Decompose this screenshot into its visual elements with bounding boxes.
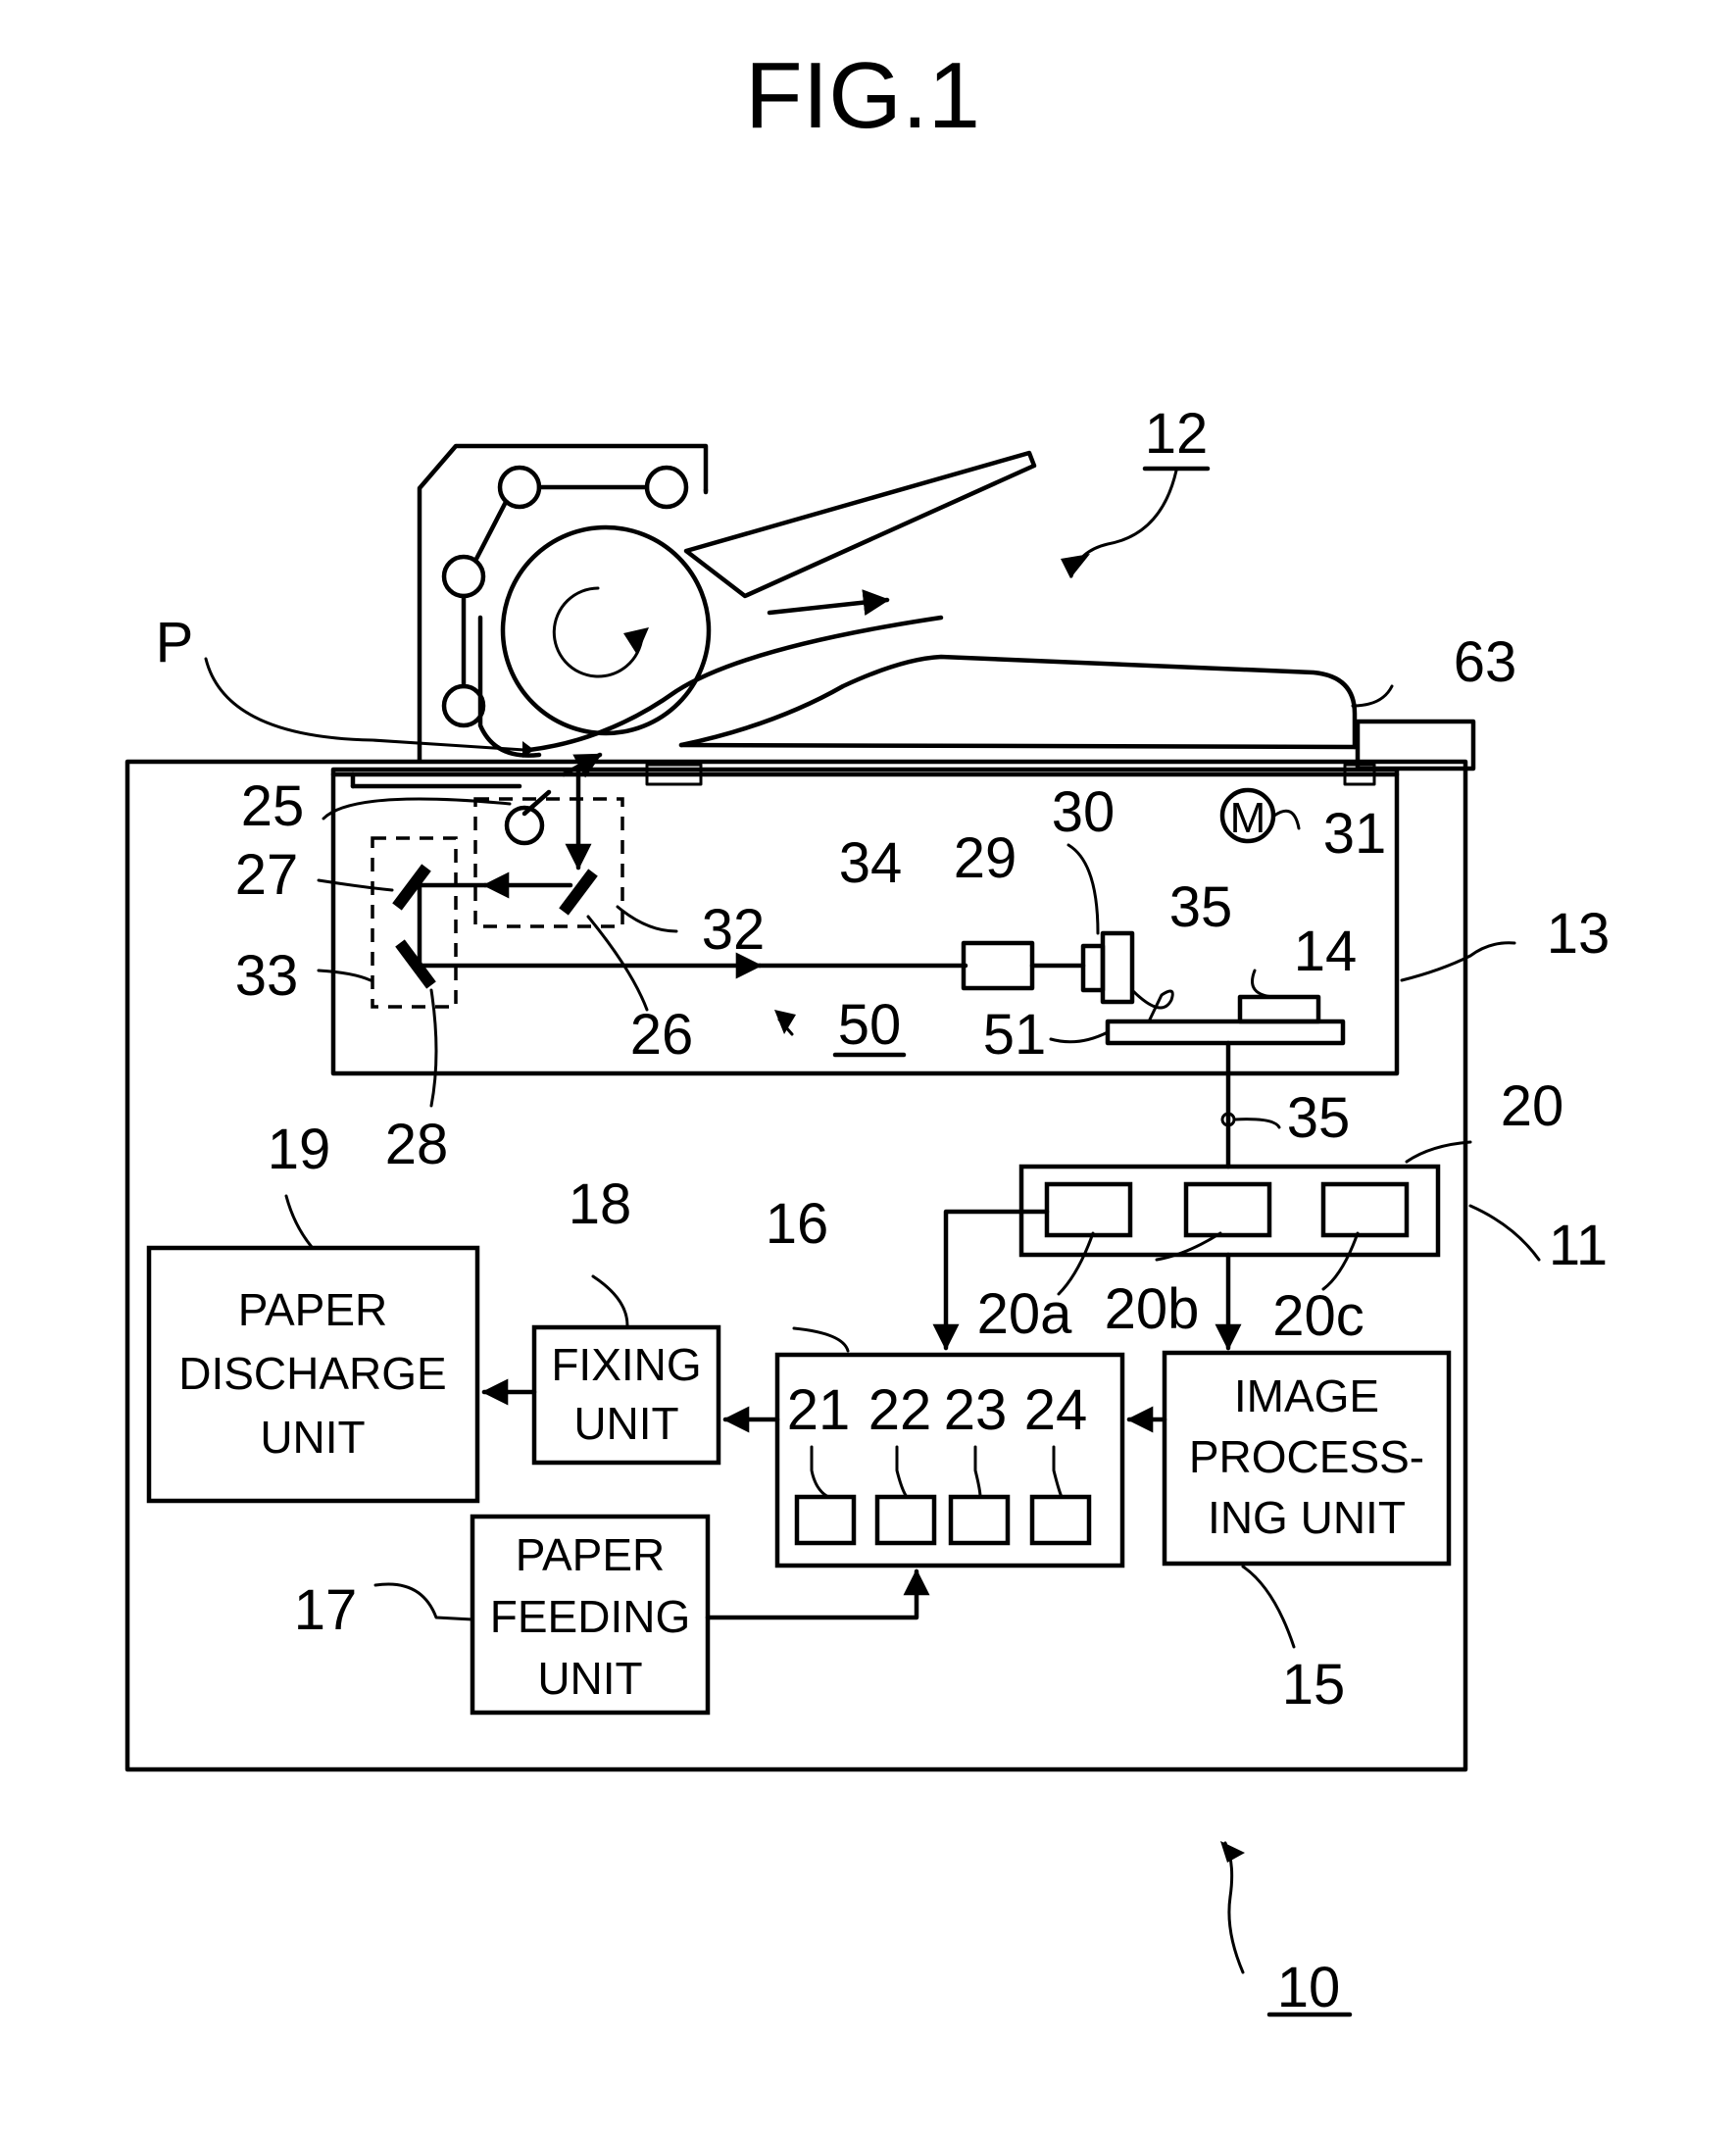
motor-label: M [1230, 794, 1266, 842]
fixing-label-1: FIXING [551, 1339, 701, 1390]
block-23 [951, 1497, 1008, 1543]
paper-feeding-label-2: FEEDING [490, 1591, 690, 1642]
document-feeder [206, 446, 1355, 760]
image-processing-label-2: PROCESS- [1189, 1431, 1424, 1482]
ref-20a: 20a [977, 1282, 1073, 1346]
board-51 [1108, 1021, 1343, 1043]
fixing-label-2: UNIT [573, 1398, 678, 1449]
ref-21: 21 [787, 1378, 851, 1442]
second-carriage [372, 838, 456, 1007]
ref-27: 27 [235, 843, 299, 907]
ref-35-upper: 35 [1169, 875, 1233, 939]
ref-31: 31 [1323, 802, 1387, 866]
ref-28: 28 [385, 1113, 449, 1176]
image-processing-label-3: ING UNIT [1208, 1492, 1406, 1543]
ref-63: 63 [1454, 630, 1517, 694]
ccd [1083, 946, 1103, 990]
ref-13: 13 [1547, 902, 1611, 966]
ref-11: 11 [1549, 1214, 1608, 1277]
block-20b [1186, 1184, 1269, 1235]
ref-50: 50 [838, 993, 902, 1057]
ref-14: 14 [1294, 920, 1358, 983]
ref-18: 18 [569, 1172, 632, 1236]
image-processing-label-1: IMAGE [1234, 1370, 1379, 1421]
ref-25: 25 [241, 774, 305, 838]
ref-10: 10 [1277, 1956, 1341, 2019]
block-20a [1047, 1184, 1130, 1235]
ref-26: 26 [630, 1003, 694, 1067]
ref-P: P [156, 611, 194, 674]
ref-33: 33 [235, 944, 299, 1008]
ref-51: 51 [983, 1003, 1047, 1067]
ref-20b: 20b [1105, 1277, 1200, 1341]
block-21 [797, 1497, 854, 1543]
ref-12: 12 [1145, 402, 1209, 466]
figure-title: FIG.1 [745, 43, 980, 148]
ref-23: 23 [944, 1378, 1008, 1442]
paper-discharge-label-2: DISCHARGE [178, 1348, 446, 1399]
ref-22: 22 [868, 1378, 932, 1442]
ref-32: 32 [702, 898, 766, 962]
ref-34: 34 [839, 831, 903, 895]
ref-24: 24 [1024, 1378, 1088, 1442]
paper-feeding-label-3: UNIT [537, 1653, 642, 1704]
ref-15: 15 [1282, 1653, 1346, 1717]
ref-19: 19 [268, 1118, 331, 1181]
lens [964, 943, 1032, 988]
ref-20: 20 [1501, 1074, 1564, 1138]
chip-14 [1240, 997, 1318, 1021]
paper-feeding-label-1: PAPER [516, 1529, 666, 1580]
block-24 [1032, 1497, 1089, 1543]
ref-30: 30 [1052, 780, 1116, 844]
ref-20c: 20c [1272, 1284, 1364, 1348]
ref-17: 17 [294, 1578, 358, 1642]
mirror-26 [564, 872, 593, 912]
paper-discharge-label-3: UNIT [260, 1412, 365, 1463]
first-carriage [475, 799, 622, 926]
block-22 [877, 1497, 934, 1543]
ref-35-lower: 35 [1287, 1086, 1351, 1150]
paper-discharge-label-1: PAPER [238, 1284, 388, 1335]
block-20c [1323, 1184, 1407, 1235]
ref-29: 29 [954, 826, 1017, 890]
ref-16: 16 [766, 1192, 829, 1256]
